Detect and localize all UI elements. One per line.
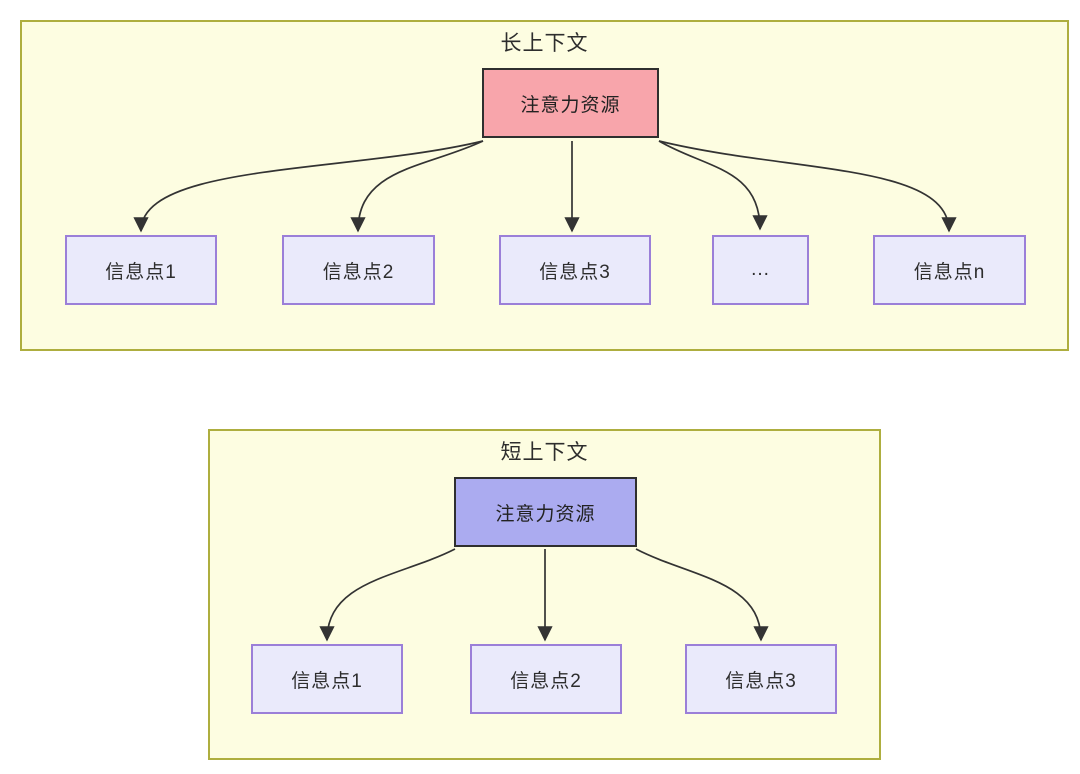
info-node-short-3: 信息点3 [685,644,837,714]
info-node-long-1: 信息点1 [65,235,217,305]
short-context-title: 短上下文 [500,441,589,464]
attention-resource-box-short: 注意力资源 [454,477,637,547]
info-node-long-3: 信息点3 [499,235,651,305]
info-node-long-ellipsis: ... [712,235,809,305]
info-node-long-n: 信息点n [873,235,1026,305]
info-node-short-2: 信息点2 [470,644,622,714]
info-node-short-1: 信息点1 [251,644,403,714]
long-context-title: 长上下文 [500,32,589,55]
attention-resource-box-long: 注意力资源 [482,68,659,138]
info-node-long-2: 信息点2 [282,235,435,305]
